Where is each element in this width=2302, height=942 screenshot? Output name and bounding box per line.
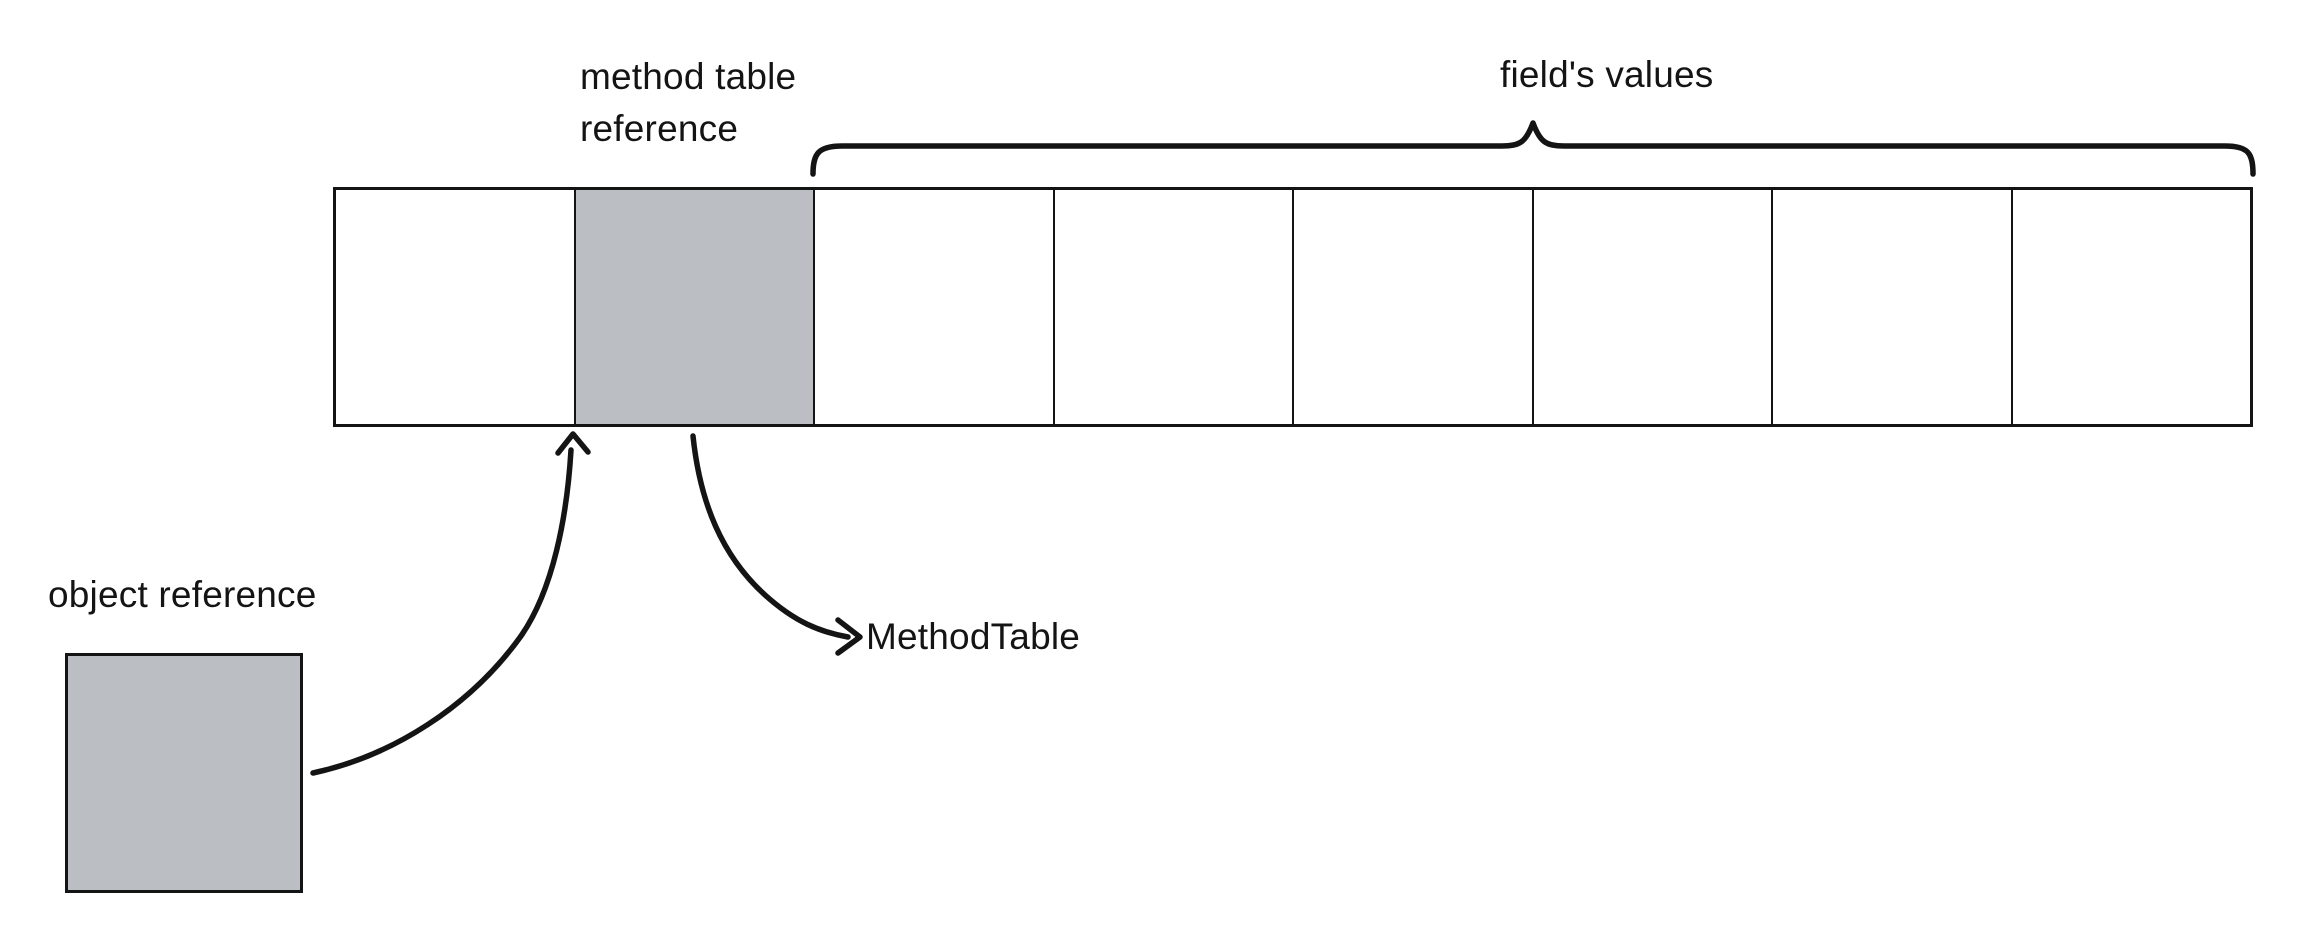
memory-cell-8 <box>2010 190 2250 424</box>
method-table-reference-label: method table reference <box>580 56 797 149</box>
cell-to-methodtable-arrow <box>690 433 851 640</box>
memory-cell-7 <box>1771 190 2011 424</box>
up-arrowhead <box>555 431 591 456</box>
fields-values-brace <box>810 120 2256 177</box>
memory-cell-6 <box>1531 190 1771 424</box>
memory-row <box>333 187 2253 427</box>
object-reference-label: object reference <box>48 574 317 615</box>
method-table-reference-cell <box>573 190 813 424</box>
right-arrowhead <box>835 617 863 656</box>
methodtable-label: MethodTable <box>866 616 1081 657</box>
memory-cell-1 <box>336 190 574 424</box>
memory-cell-3 <box>813 190 1053 424</box>
fields-values-label: field's values <box>1500 54 1714 95</box>
memory-cell-4 <box>1052 190 1292 424</box>
memory-cell-5 <box>1292 190 1532 424</box>
object-to-method-table-cell-arrow <box>310 447 574 776</box>
object-reference-box <box>65 653 303 893</box>
